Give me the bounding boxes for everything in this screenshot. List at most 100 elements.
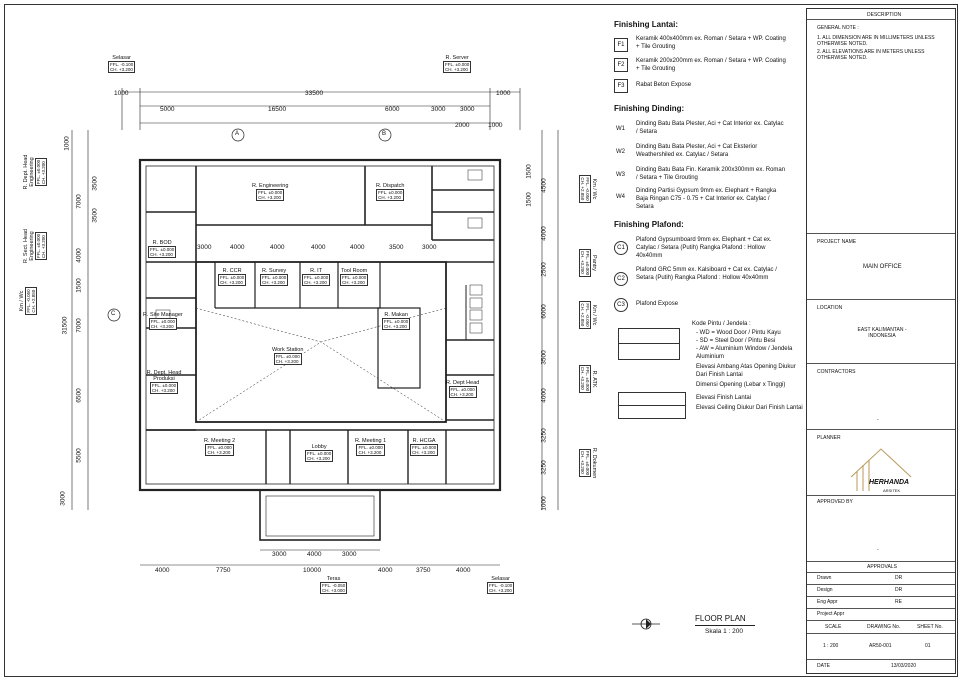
- plan-scale: Skala 1 : 200: [705, 628, 743, 635]
- dim-inner-0: 2000: [455, 122, 470, 129]
- tb-sheet-no: 01: [925, 643, 931, 649]
- legend-code-w3: W3: [616, 172, 625, 178]
- legend-code-w1: W1: [616, 126, 625, 132]
- legend-kode-2: - AW = Aluminium Window / Jendela Alumin…: [696, 346, 793, 360]
- tb-location-divider: [807, 299, 955, 300]
- tb-location-label: LOCATION: [817, 305, 843, 311]
- dim-left-10: 3000: [59, 491, 67, 506]
- dim-mid-1: 4000: [230, 244, 245, 251]
- tb-date: 13/03/2020: [891, 663, 917, 669]
- dim-right-11: 3250: [540, 428, 548, 443]
- legend-kode-title: Kode Pintu / Jendela :: [692, 321, 751, 327]
- dim-bot2-5: 4000: [456, 567, 471, 574]
- legend-elev-ceiling: Elevasi Ceiling Diukur Dari Finish Lanta…: [696, 405, 803, 411]
- dim-total: 33500: [305, 90, 324, 97]
- legend-plafond-c2: Plafond GRC 5mm ex. Kalsiboard + Cat ex.…: [636, 267, 777, 281]
- dim-left-9: 5500: [75, 448, 83, 463]
- dim-top-right: 1000: [496, 90, 511, 97]
- legend-kode-0: - WD = Wood Door / Pintu Kayu: [696, 330, 781, 336]
- grid-label-a: A: [235, 131, 240, 137]
- legend-dinding-title: Finishing Dinding:: [614, 104, 685, 113]
- tb-approvals-row2: [807, 596, 955, 597]
- legend-dinding-w1: Dinding Batu Bata Plester, Aci + Cat Int…: [636, 121, 784, 135]
- tb-project-name: MAIN OFFICE: [863, 264, 902, 270]
- legend-dinding-w4: Dinding Partisi Gypsum 9mm ex. Elephant …: [636, 188, 777, 210]
- legend-code-c3: C3: [614, 298, 628, 312]
- dim-bot-0: 3000: [272, 551, 287, 558]
- tb-appr-drawn-key: Drawn: [817, 575, 832, 581]
- tb-sheet-no-label: SHEET No.: [917, 624, 943, 630]
- legend-lantai-f3: Rabat Beton Expose: [636, 82, 692, 88]
- tb-appr-eng-val: RE: [895, 599, 902, 605]
- door-tag-icon: [618, 328, 680, 360]
- grid-label-c: C: [111, 311, 116, 317]
- tb-contractors-divider: [807, 363, 955, 364]
- dim-sub-0: 5000: [160, 106, 175, 113]
- tb-drawing-no: AR50-001: [869, 643, 892, 649]
- tb-logo-sub: ARSITEK: [883, 488, 901, 493]
- dim-left-0: 1000: [63, 136, 71, 151]
- dim-left-5: 1500: [75, 278, 83, 293]
- legend-kode-1: - SD = Steel Door / Pintu Besi: [696, 338, 776, 344]
- tb-scale-row: [807, 633, 955, 634]
- tb-planner-divider: [807, 429, 955, 430]
- legend-dinding-w2: Dinding Batu Bata Plester, Aci + Cat Eks…: [636, 144, 758, 158]
- tb-approvals-row1: [807, 584, 955, 585]
- legend-lantai-title: Finishing Lantai:: [614, 20, 678, 29]
- tb-appr-eng-key: Eng Appr: [817, 599, 838, 605]
- dim-inner-1: 1000: [488, 122, 503, 129]
- tb-date-label: DATE: [817, 663, 830, 669]
- tb-location: EAST KALIMANTAN - INDONESIA: [857, 327, 907, 339]
- dim-right-4: 4000: [540, 226, 548, 241]
- ffl-tag-icon: [618, 392, 686, 406]
- plan-title-underline: [695, 625, 755, 626]
- tb-appr-design-val: DR: [895, 587, 903, 593]
- dim-right-0: 1500: [525, 164, 533, 179]
- dim-bot-2: 3000: [342, 551, 357, 558]
- sheet-border: [4, 4, 958, 677]
- legend-plafond-c1: Plafond Gypsumboard 9mm ex. Elephant + C…: [636, 237, 772, 259]
- legend-code-c1: C1: [614, 241, 628, 255]
- tb-note-1: 1. ALL DIMENSION ARE IN MILLIMETERS UNLE…: [817, 35, 935, 47]
- legend-lantai-f2: Keramik 200x200mm ex. Roman / Setara + W…: [636, 58, 786, 72]
- dim-bot2-2: 10000: [303, 567, 322, 574]
- dim-right-8: 6000: [540, 304, 548, 319]
- dim-bot-1: 4000: [307, 551, 322, 558]
- dim-sub-3: 3000: [431, 106, 446, 113]
- dim-right-2: 4500: [540, 178, 548, 193]
- tb-approved: -: [877, 547, 879, 553]
- dim-right-5: 2500: [540, 262, 548, 277]
- dim-mid-3: 4000: [311, 244, 326, 251]
- dim-right-13: 1000: [540, 496, 548, 511]
- tb-note-2: 2. ALL ELEVATIONS ARE IN METERS UNLESS O…: [817, 49, 925, 61]
- legend-code-f1: F1: [614, 38, 628, 52]
- dim-left-2: 7000: [75, 194, 83, 209]
- north-arrow-icon: [632, 618, 660, 630]
- dim-bot2-3: 4000: [378, 567, 393, 574]
- tb-logo-text: HERHANDA: [869, 479, 910, 486]
- tb-scale-label: SCALE: [825, 624, 842, 630]
- dim-right-12: 3250: [540, 460, 548, 475]
- tb-scale: 1 : 200: [823, 643, 839, 649]
- planner-logo: [850, 448, 912, 491]
